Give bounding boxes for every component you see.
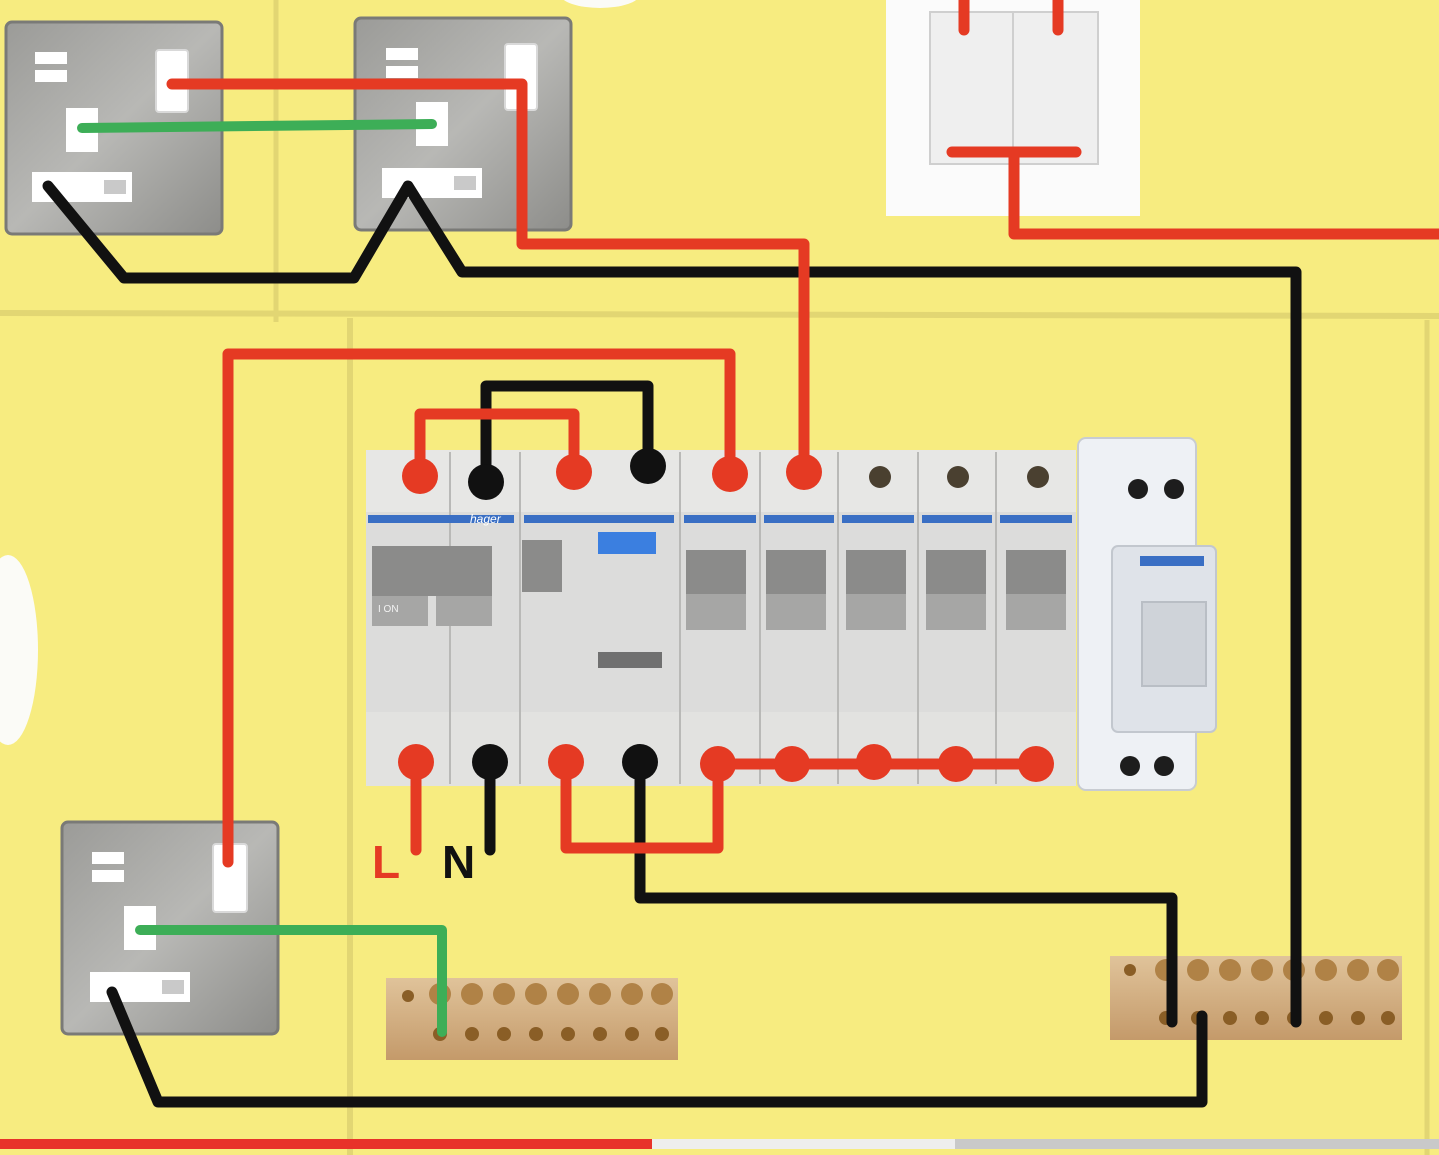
brand-label: hager xyxy=(470,512,502,526)
terminal-bar-icon xyxy=(1110,956,1402,1040)
neutral-wire-bridge xyxy=(480,380,654,488)
live-wire-bottom-socket xyxy=(222,348,736,868)
neutral-wire-bottom-socket xyxy=(106,986,1208,1108)
live-terminal-dots xyxy=(398,454,1054,782)
mcb-on-label: I ON xyxy=(378,604,399,615)
neutral-wire-top-sockets xyxy=(42,180,1302,1028)
live-wire-top-sockets xyxy=(166,78,810,476)
neutral-terminal-dots xyxy=(468,448,666,780)
live-wire-light xyxy=(1008,146,1439,240)
bulb-icon-top xyxy=(563,0,637,8)
rcd-test-button xyxy=(598,532,656,554)
neutral-label: N xyxy=(442,836,475,888)
live-wire-rcd-out xyxy=(560,756,1042,854)
earth-wire-bottom xyxy=(135,925,447,1037)
video-progress-bar[interactable] xyxy=(0,1139,1439,1149)
earth-wire-top xyxy=(77,119,437,133)
neutral-wire-rcd-out xyxy=(634,756,1178,1028)
terminal-bar-icon xyxy=(386,978,678,1060)
video-played-bar xyxy=(0,1139,652,1149)
live-label: L xyxy=(372,836,400,888)
live-wire-switch-top xyxy=(958,0,1064,36)
bulb-icon xyxy=(0,555,38,745)
live-wire-bridge xyxy=(414,408,580,482)
